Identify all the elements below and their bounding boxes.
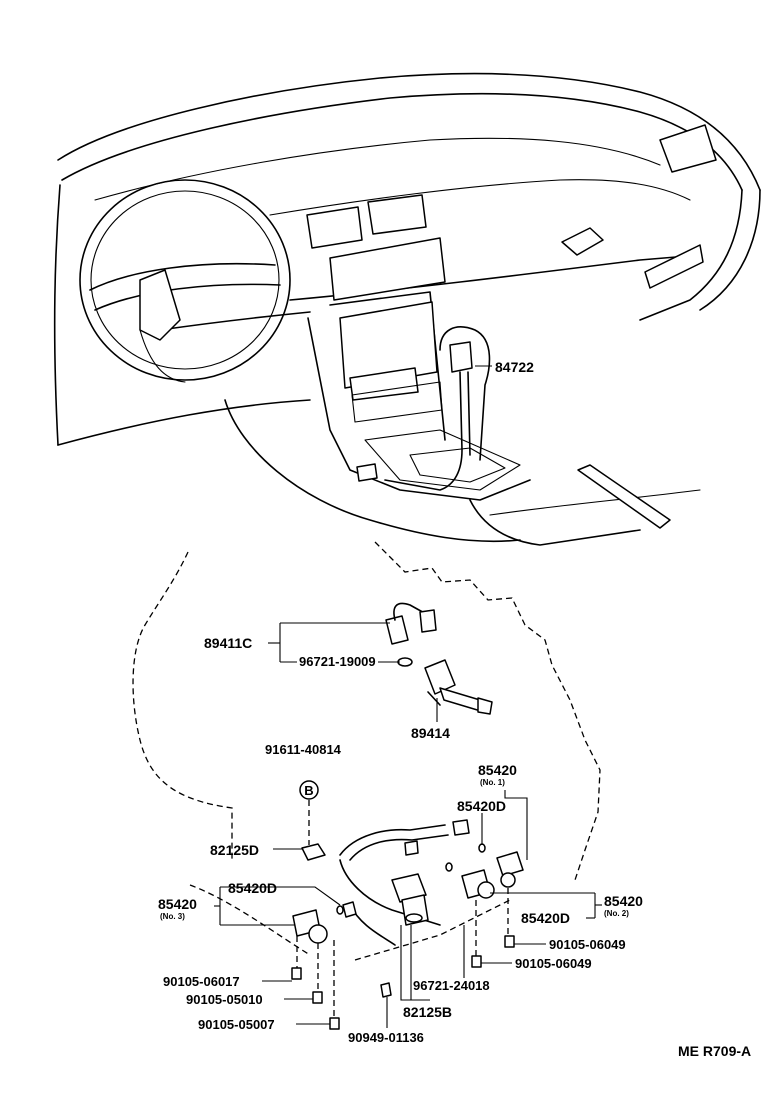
label-85420D-right[interactable]: 85420D [521, 910, 570, 926]
label-96721-19009[interactable]: 96721-19009 [299, 654, 376, 669]
leader-lines [214, 365, 602, 1028]
transmission-outline [132, 541, 601, 961]
label-89411C[interactable]: 89411C [204, 635, 252, 651]
label-90105-06049-b[interactable]: 90105-06049 [515, 956, 592, 971]
label-90949-01136[interactable]: 90949-01136 [348, 1030, 424, 1045]
components: B [291, 602, 524, 1030]
bolt-marker: B [304, 783, 313, 798]
label-85420-no2[interactable]: 85420 [604, 893, 643, 909]
label-85420D-top[interactable]: 85420D [457, 798, 506, 814]
label-90105-05007[interactable]: 90105-05007 [198, 1017, 275, 1032]
label-90105-05010[interactable]: 90105-05010 [186, 992, 263, 1007]
part-labels: 84722 89411C 96721-19009 89414 91611-408… [158, 359, 643, 1045]
label-85420D-left[interactable]: 85420D [228, 880, 277, 896]
label-89414[interactable]: 89414 [411, 725, 450, 741]
diagram-code: ME R709-A [678, 1043, 751, 1059]
label-no1: (No. 1) [480, 778, 505, 787]
label-82125D[interactable]: 82125D [210, 842, 259, 858]
label-91611-40814[interactable]: 91611-40814 [265, 742, 342, 757]
dashboard-illustration [53, 72, 761, 546]
label-90105-06017[interactable]: 90105-06017 [163, 974, 240, 989]
label-no3: (No. 3) [160, 912, 185, 921]
label-96721-24018[interactable]: 96721-24018 [413, 978, 490, 993]
label-84722[interactable]: 84722 [495, 359, 534, 375]
label-82125B[interactable]: 82125B [403, 1004, 452, 1020]
label-85420-no1[interactable]: 85420 [478, 762, 517, 778]
label-90105-06049-a[interactable]: 90105-06049 [549, 937, 626, 952]
label-no2: (No. 2) [604, 909, 629, 918]
label-85420-no3[interactable]: 85420 [158, 896, 197, 912]
